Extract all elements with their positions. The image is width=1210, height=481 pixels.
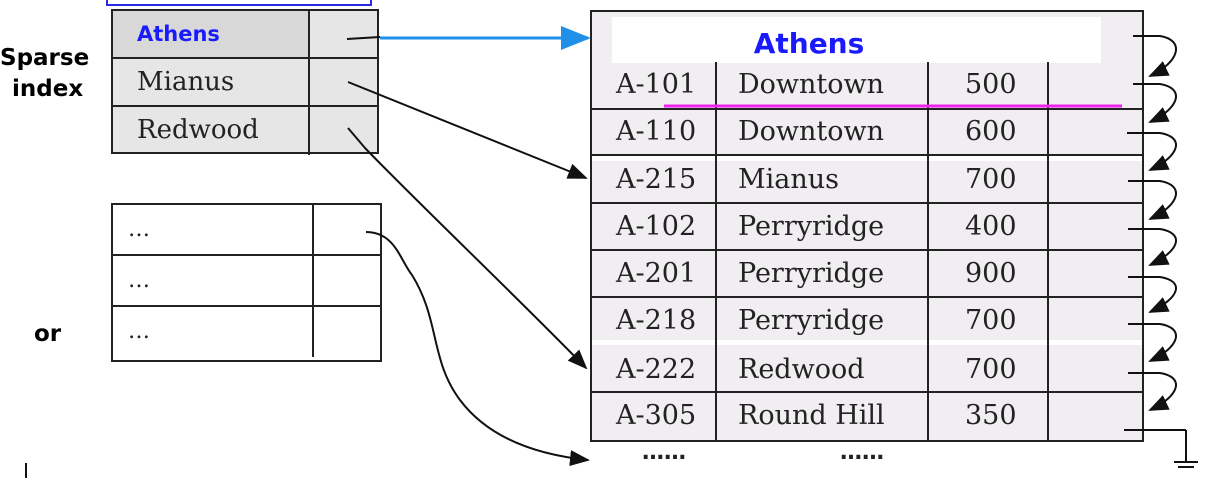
continuation-dots: …… xyxy=(840,440,884,465)
index-key: … xyxy=(128,268,150,293)
account-cell: A-102 xyxy=(616,211,697,242)
highlight-frame xyxy=(106,0,372,6)
branch-cell: Perryridge xyxy=(738,258,885,289)
balance-cell: 600 xyxy=(965,116,1017,147)
account-cell: A-215 xyxy=(616,164,697,195)
row-divider xyxy=(592,249,1142,251)
record-row[interactable]: A-102 Perryridge 400 xyxy=(592,204,1142,251)
pointer-arrow-redwood xyxy=(347,127,588,370)
index-key: … xyxy=(128,319,150,344)
index-entry[interactable]: Athens xyxy=(113,11,377,59)
balance-cell: 350 xyxy=(965,400,1017,431)
row-divider xyxy=(592,108,1142,110)
record-row[interactable]: A-305 Round Hill 350 xyxy=(592,393,1142,440)
index-key: … xyxy=(128,217,150,242)
index-label: index xyxy=(12,76,84,102)
chain-pointer xyxy=(1128,276,1177,313)
balance-cell: 700 xyxy=(965,164,1017,195)
sparse-index-table: Athens Mianus Redwood xyxy=(111,9,379,155)
record-row[interactable]: A-215 Mianus 700 xyxy=(592,157,1142,204)
pointer-arrow-mianus xyxy=(347,81,588,179)
column-divider xyxy=(1047,62,1049,440)
balance-cell: 700 xyxy=(965,305,1017,336)
row-divider xyxy=(592,202,1142,204)
index-key: Redwood xyxy=(113,107,310,155)
account-cell: A-110 xyxy=(616,116,697,147)
branch-cell: Perryridge xyxy=(738,305,885,336)
chain-pointer xyxy=(1127,132,1177,171)
null-pointer-icon xyxy=(1124,429,1198,468)
balance-cell: 900 xyxy=(965,258,1017,289)
column-divider xyxy=(715,62,717,440)
row-divider xyxy=(592,154,1142,156)
chain-pointer xyxy=(1128,372,1177,411)
balance-cell: 500 xyxy=(965,69,1017,100)
or-label: or xyxy=(34,321,62,347)
account-cell: A-201 xyxy=(616,258,697,289)
sparse-label: Sparse xyxy=(0,45,90,71)
row-divider xyxy=(592,296,1142,298)
index-entry[interactable]: Redwood xyxy=(113,107,377,155)
row-divider xyxy=(592,391,1142,393)
record-row[interactable]: A-201 Perryridge 900 xyxy=(592,251,1142,298)
continuation-dots: …… xyxy=(642,440,686,465)
column-divider xyxy=(927,62,929,440)
chain-pointer xyxy=(1133,35,1177,77)
pointer-divider xyxy=(312,205,314,357)
pointer-tick xyxy=(346,36,381,40)
index-entry[interactable]: … xyxy=(113,205,380,256)
index-entry[interactable]: … xyxy=(113,307,380,358)
index-entry[interactable]: … xyxy=(113,256,380,307)
index-entry[interactable]: Mianus xyxy=(113,59,377,107)
record-row[interactable]: A-110 Downtown 600 xyxy=(592,109,1142,156)
branch-cell: Round Hill xyxy=(738,400,885,431)
branch-cell: Downtown xyxy=(738,116,885,147)
balance-cell: 700 xyxy=(965,354,1017,385)
record-row[interactable]: A-101 Downtown 500 xyxy=(592,62,1142,109)
pointer-arrow-alternative xyxy=(365,231,590,467)
branch-cell: Perryridge xyxy=(738,211,885,242)
data-file-header xyxy=(612,17,1101,63)
chain-pointer xyxy=(1128,228,1177,266)
record-row[interactable]: A-222 Redwood 700 xyxy=(592,347,1142,394)
chain-pointer xyxy=(1133,83,1177,123)
account-cell: A-222 xyxy=(616,354,697,385)
data-file xyxy=(590,10,1144,442)
chain-pointer xyxy=(1128,180,1177,220)
branch-cell: Mianus xyxy=(738,164,840,195)
data-file-header-title: Athens xyxy=(753,27,865,60)
alternative-index-table: … … … xyxy=(111,203,382,362)
record-row[interactable]: A-218 Perryridge 700 xyxy=(592,298,1142,345)
balance-cell: 400 xyxy=(965,211,1017,242)
page-gap xyxy=(592,340,1142,345)
account-cell: A-305 xyxy=(616,400,697,431)
branch-cell: Redwood xyxy=(738,354,865,385)
branch-cell: Downtown xyxy=(738,69,885,100)
index-key: Mianus xyxy=(113,59,310,105)
page-gap xyxy=(592,156,1142,161)
chain-pointer xyxy=(1128,323,1177,362)
index-key: Athens xyxy=(113,11,310,57)
account-cell: A-101 xyxy=(616,69,697,100)
account-cell: A-218 xyxy=(616,305,697,336)
